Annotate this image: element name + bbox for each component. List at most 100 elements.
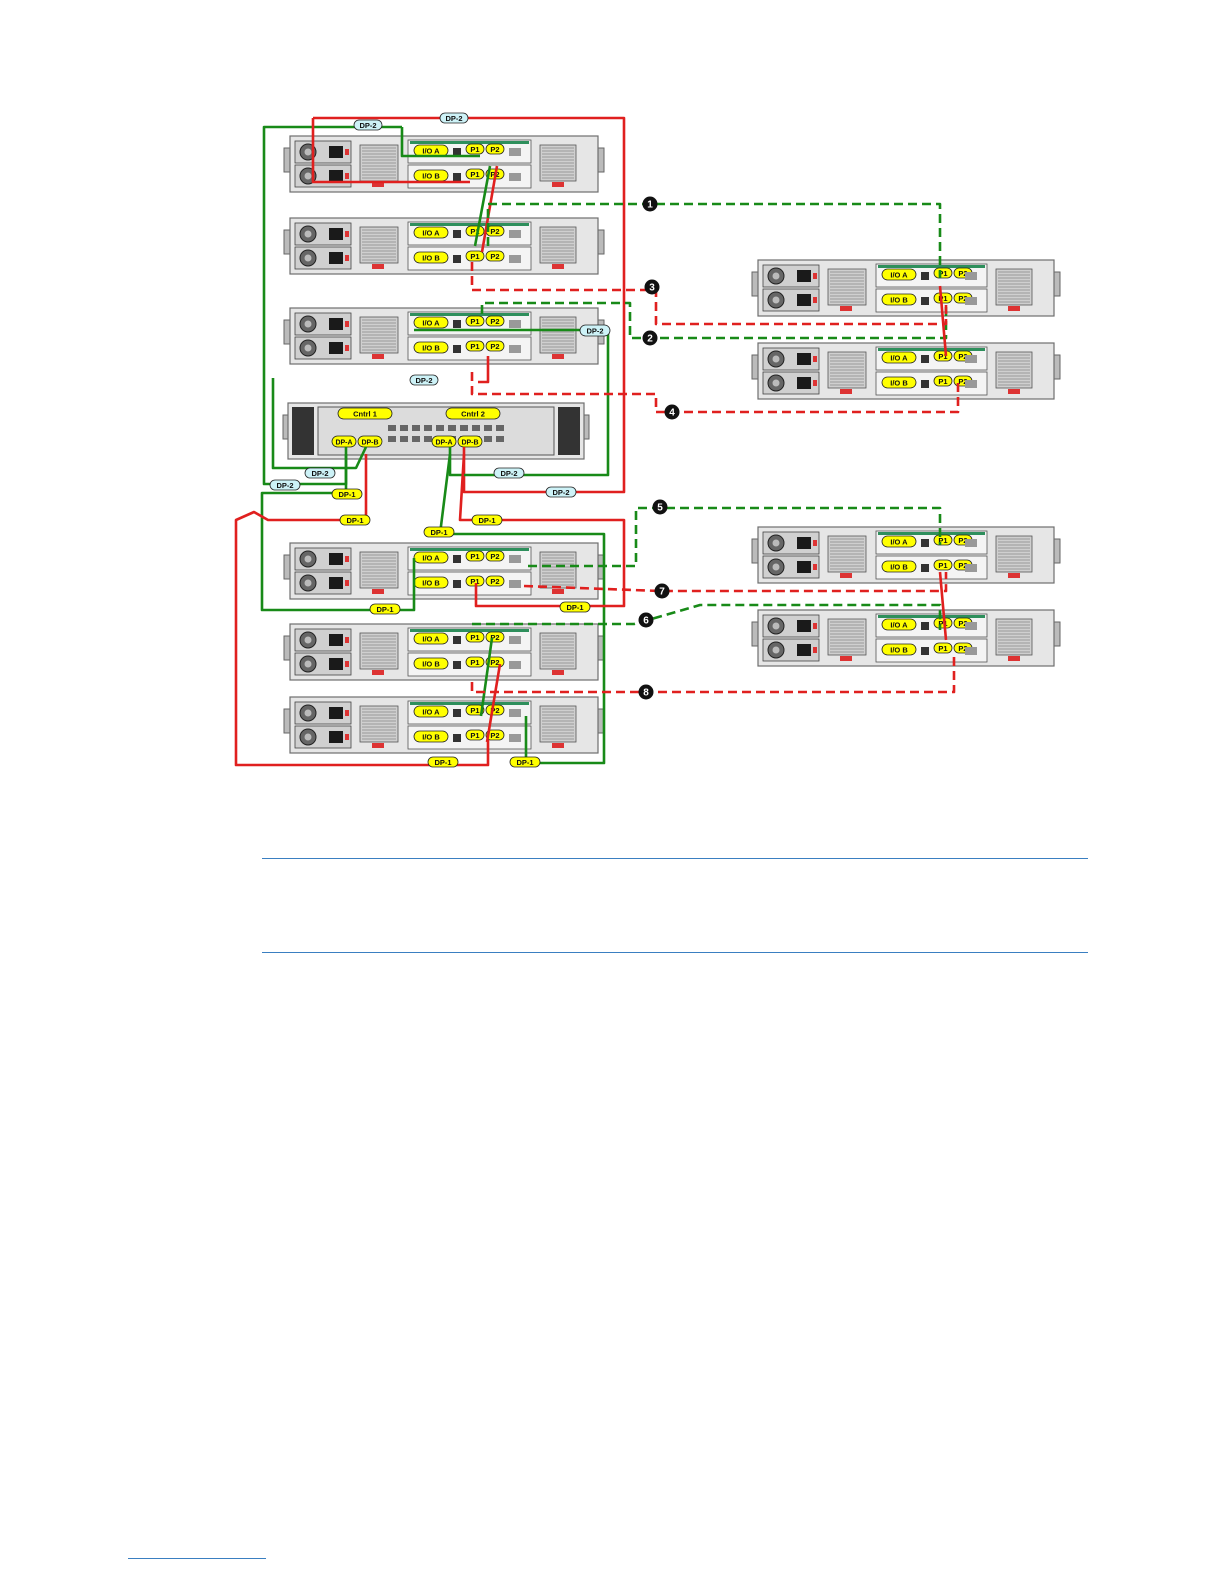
dp2-label: [269, 479, 301, 491]
io-b-label: [413, 730, 449, 743]
status-led: [372, 670, 384, 675]
top-rule: [262, 858, 1088, 859]
p2-label: [485, 340, 505, 352]
controller-port: [388, 425, 396, 431]
status-led: [552, 670, 564, 675]
io-a-label-text: I/O A: [422, 229, 440, 238]
dp2-label-text: DP-2: [359, 121, 376, 130]
rack-ear-left: [283, 147, 291, 173]
controller-port: [400, 436, 408, 442]
rack-ear-right: [1053, 271, 1061, 297]
power-socket: [329, 731, 343, 743]
io-module-a-bar: [878, 265, 985, 268]
status-led: [372, 182, 384, 187]
io-b-port: [453, 580, 461, 588]
dp2-label-text: DP-2: [445, 114, 462, 123]
power-switch: [813, 356, 817, 362]
controller-port: [388, 436, 396, 442]
power-socket: [329, 658, 343, 670]
p2-label-text: P2: [490, 577, 499, 586]
cable-labels: DP-2DP-2DP-2DP-2DP-2DP-2DP-2DP-2DP-1DP-1…: [269, 112, 611, 768]
dp1-label: [427, 756, 459, 768]
io-a-label: [413, 226, 449, 239]
dp1-label: [339, 514, 371, 526]
p2-label-text: P2: [490, 552, 499, 561]
callout-number: 2: [647, 334, 653, 345]
status-led: [840, 656, 852, 661]
p1-label-text: P1: [938, 536, 947, 545]
io-b-port: [453, 173, 461, 181]
p2-label-text: P2: [490, 633, 499, 642]
dp1-label-text: DP-1: [566, 603, 583, 612]
power-socket: [797, 644, 811, 656]
rack-ear-left: [283, 708, 291, 734]
p1-label: [465, 143, 485, 155]
callout-2: 2: [642, 330, 658, 346]
cable-dp2-red-b: [313, 116, 626, 494]
cables-layer: DP-2DP-2DP-2DP-2DP-2DP-2DP-2DP-2DP-1DP-1…: [234, 112, 960, 768]
io-a-label-text: I/O A: [422, 147, 440, 156]
power-socket: [797, 620, 811, 632]
io-b-label-text: I/O B: [422, 733, 440, 742]
io-b-indicator: [965, 380, 977, 388]
cable-red-mid: [478, 356, 490, 384]
dp2-label-text: DP-2: [500, 469, 517, 478]
psu-fan-hub: [304, 636, 312, 644]
controller-port: [448, 425, 456, 431]
status-led: [1008, 573, 1020, 578]
io-b-port: [453, 345, 461, 353]
io-b-indicator: [965, 647, 977, 655]
io-b-indicator: [509, 661, 521, 669]
io-a-label-text: I/O A: [890, 621, 908, 630]
p2-label: [485, 550, 505, 562]
psu-fan-hub: [304, 172, 312, 180]
psu-fan-hub: [772, 622, 780, 630]
p1-label-text: P1: [470, 633, 479, 642]
power-switch: [813, 623, 817, 629]
io-a-port: [453, 636, 461, 644]
io-b-label-text: I/O B: [890, 379, 908, 388]
dp-a-label-2: [431, 435, 457, 448]
p1-label-text: P1: [470, 170, 479, 179]
io-a-indicator: [965, 272, 977, 280]
p1-label-text: P1: [470, 145, 479, 154]
p2-label: [485, 729, 505, 741]
p1-label-text: P1: [938, 561, 947, 570]
psu-fan-hub: [304, 148, 312, 156]
jumper-red-right-2: [938, 571, 948, 641]
dp1-label: [471, 514, 503, 526]
p2-label-text: P2: [490, 252, 499, 261]
dp1-label: [331, 488, 363, 500]
p1-label: [933, 559, 953, 571]
io-b-label: [413, 657, 449, 670]
io-b-indicator: [509, 580, 521, 588]
p2-label-text: P2: [490, 227, 499, 236]
callout-circle: [642, 196, 658, 212]
footer-line: [128, 1558, 266, 1559]
io-b-label-text: I/O B: [422, 579, 440, 588]
jumper-green-2: [479, 637, 494, 717]
io-a-port: [453, 148, 461, 156]
p1-label-text: P1: [470, 577, 479, 586]
controller-port: [484, 436, 492, 442]
status-led: [840, 389, 852, 394]
p1-label: [465, 704, 485, 716]
io-module-a-bar: [410, 629, 529, 632]
io-a-port: [921, 272, 929, 280]
power-socket: [797, 561, 811, 573]
power-socket: [329, 553, 343, 565]
status-led: [372, 743, 384, 748]
controller-port: [472, 425, 480, 431]
io-module-a-bar: [410, 141, 529, 144]
rack-ear-left: [283, 229, 291, 255]
io-a-label: [413, 705, 449, 718]
power-socket: [797, 377, 811, 389]
status-led: [552, 264, 564, 269]
